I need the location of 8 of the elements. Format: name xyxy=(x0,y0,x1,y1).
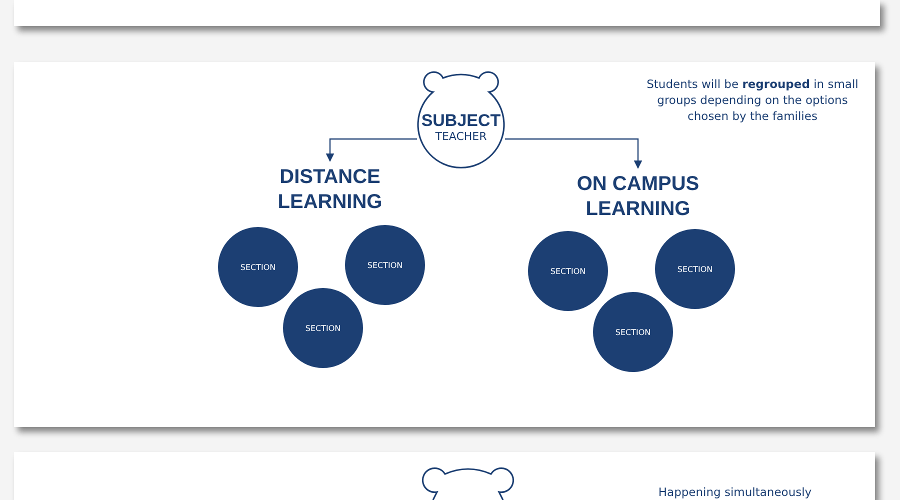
title-text: SUBJECT xyxy=(421,112,501,130)
heading-text: DISTANCE LEARNING xyxy=(255,165,405,215)
role-text: TEACHER xyxy=(435,130,487,144)
note-text: Students will be regrouped in small groups depending on the options chosen by the families xyxy=(646,76,860,124)
note-text: Happening simultaneously xyxy=(657,484,813,500)
heading-text: ON CAMPUS LEARNING xyxy=(558,172,718,222)
arrow xyxy=(326,138,417,162)
arrow xyxy=(505,138,642,169)
